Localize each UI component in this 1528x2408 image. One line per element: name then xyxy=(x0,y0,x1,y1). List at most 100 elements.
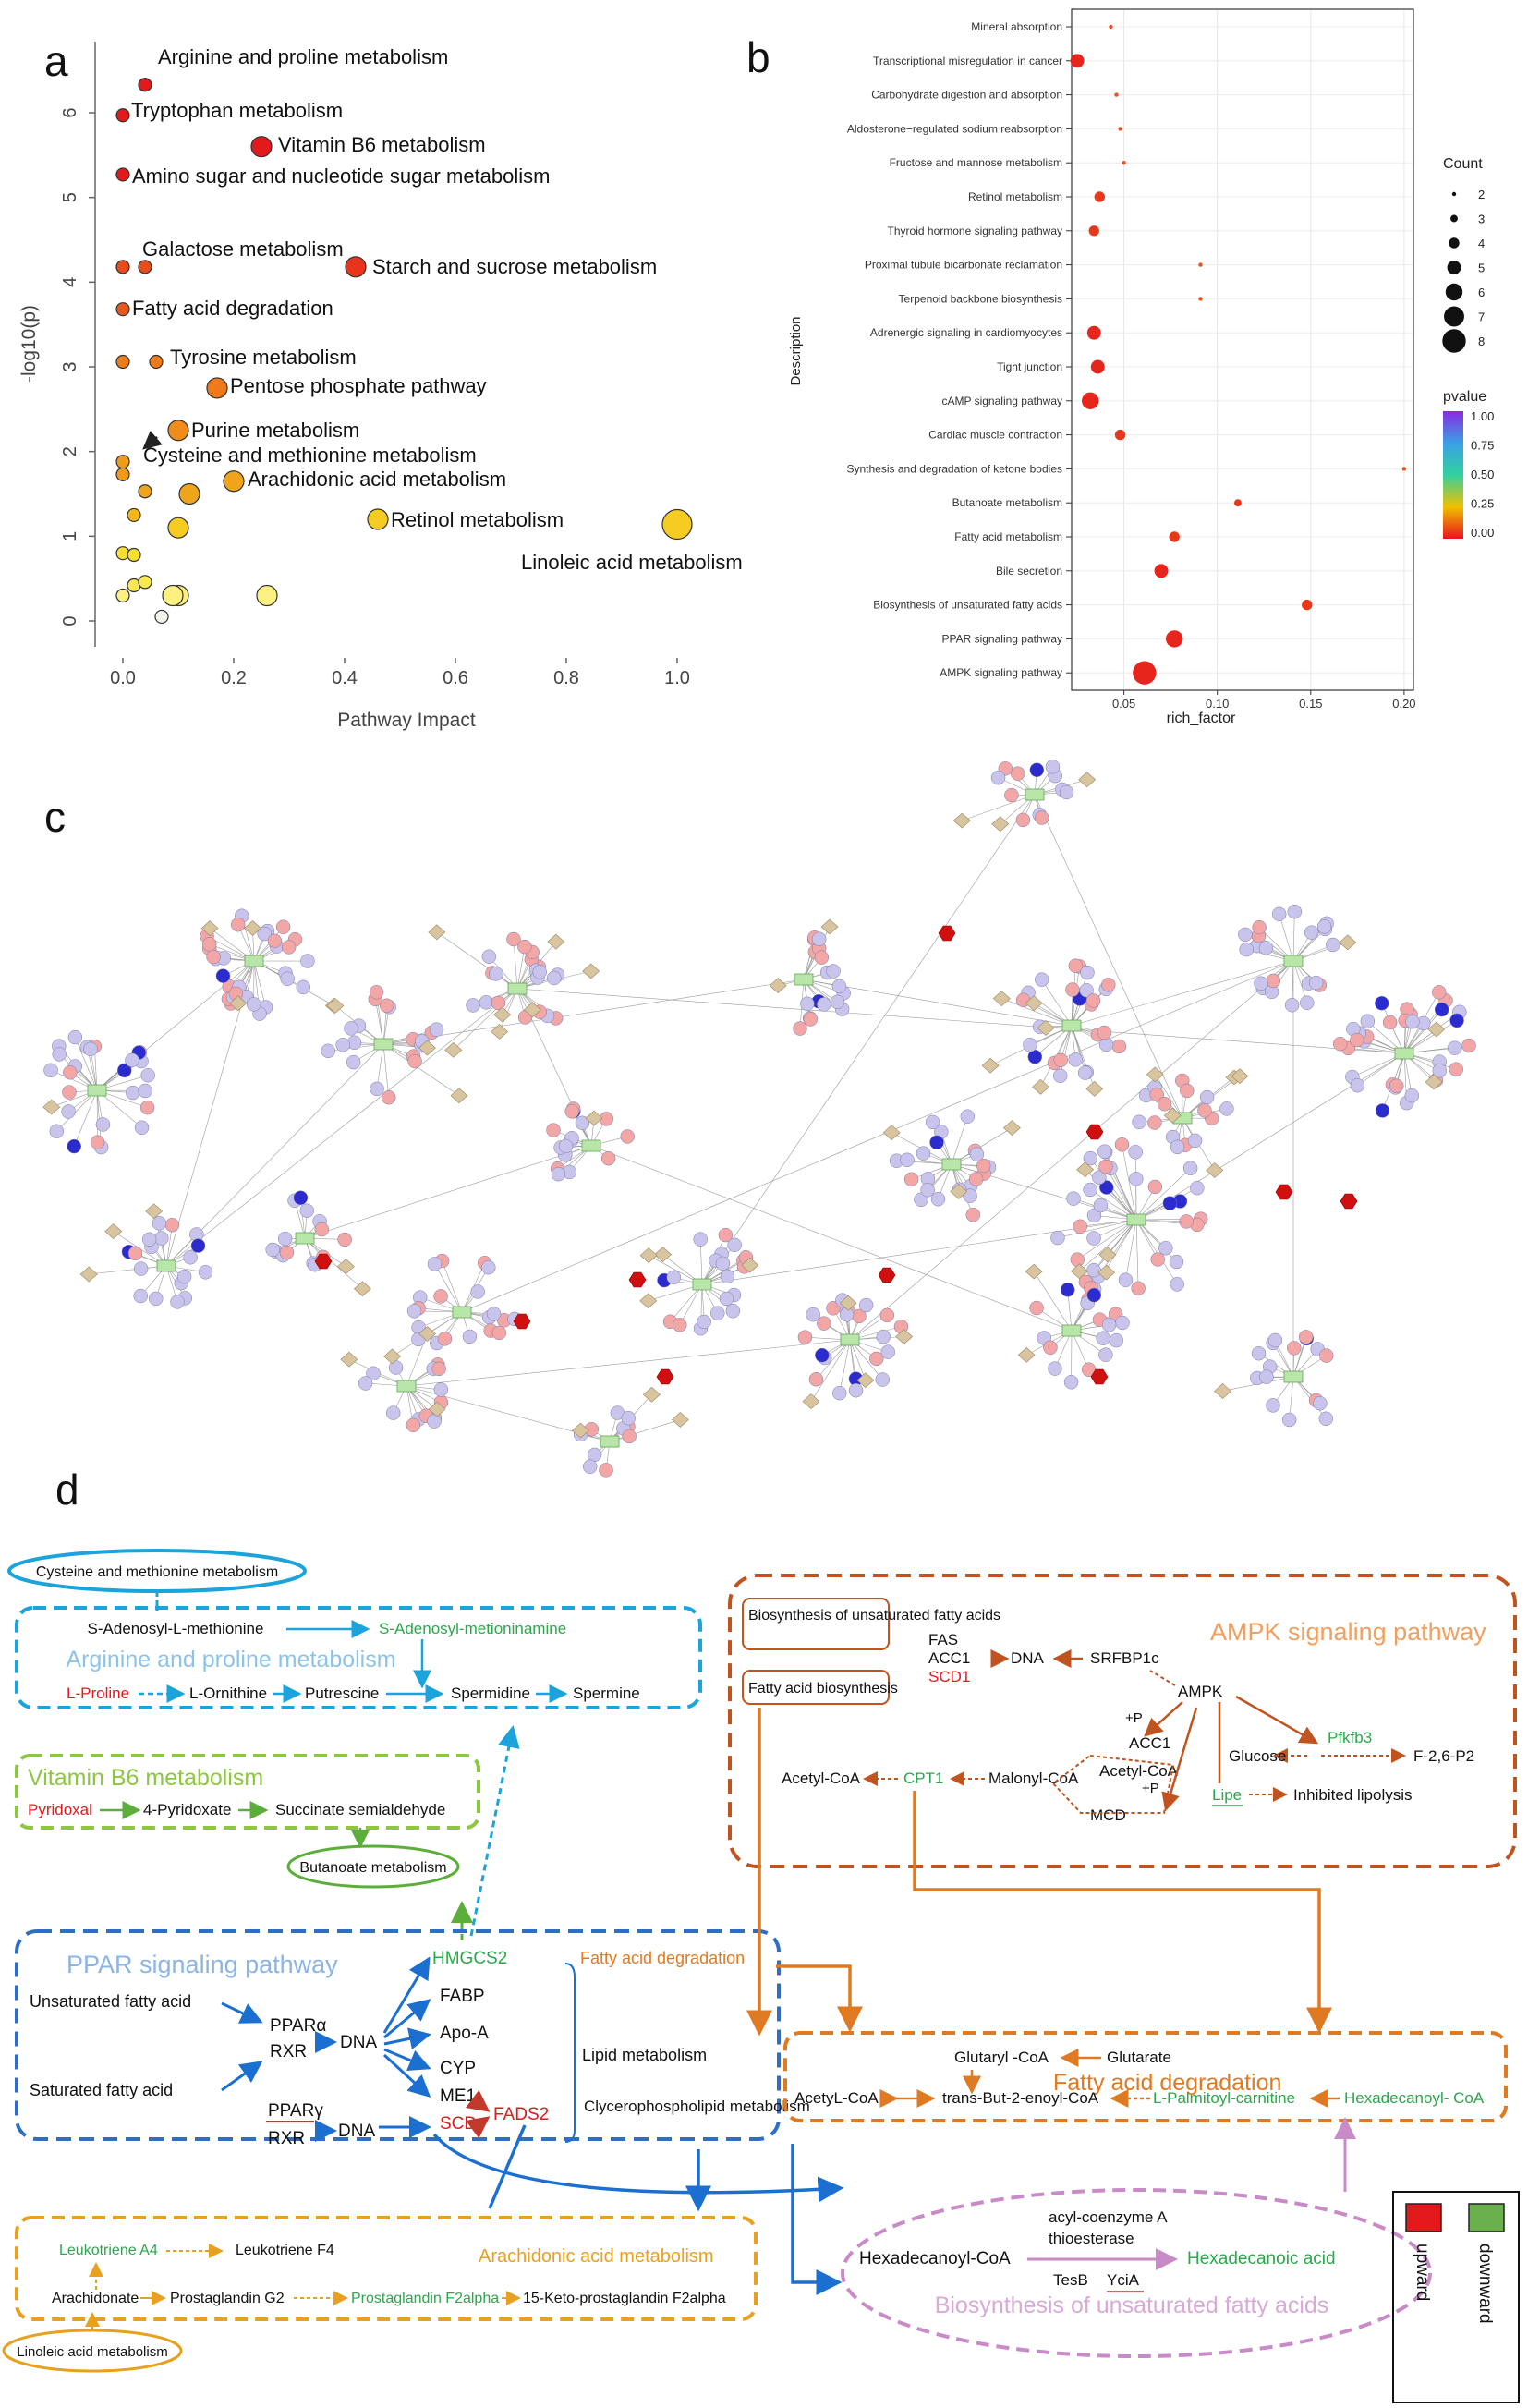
y-tick-label: Cardiac muscle contraction xyxy=(928,429,1062,442)
network-node xyxy=(190,1238,206,1253)
glutarate-label: Glutarate xyxy=(1107,2049,1171,2066)
network-node xyxy=(1097,1025,1112,1040)
network-diamond xyxy=(145,1203,164,1220)
network-node xyxy=(470,1284,485,1299)
point-label: Linoleic acid metabolism xyxy=(521,551,743,574)
network-node xyxy=(379,998,394,1013)
network-node xyxy=(1318,1411,1334,1427)
hexcoa-green-label: Hexadecanoyl- CoA xyxy=(1344,2089,1485,2107)
network-node xyxy=(976,1158,991,1174)
network-node xyxy=(875,1372,891,1387)
network-diamond xyxy=(547,933,565,950)
panel-label-c: c xyxy=(44,793,66,841)
network-edge xyxy=(1289,1376,1294,1420)
network-node xyxy=(831,1385,847,1401)
network-node xyxy=(848,1382,864,1398)
putrescine-label: Putrescine xyxy=(305,1684,379,1702)
network-node xyxy=(1434,1002,1449,1017)
network-node xyxy=(385,1405,401,1420)
network-diamond xyxy=(952,812,971,829)
network-edge xyxy=(849,960,1294,1341)
network-diamond xyxy=(1032,1078,1049,1095)
network-node xyxy=(817,997,831,1012)
network-edge xyxy=(516,988,1405,1054)
network-node xyxy=(599,1463,613,1478)
scatter-point xyxy=(1086,325,1101,340)
network-node xyxy=(406,1304,422,1319)
scatter-point xyxy=(1154,564,1169,578)
network-diamond xyxy=(1339,934,1357,951)
legend-count-label: 2 xyxy=(1478,188,1485,201)
scatter-point xyxy=(127,547,141,563)
network-node xyxy=(279,1245,295,1260)
network-node xyxy=(725,1303,741,1319)
network-diamond xyxy=(491,1024,509,1040)
network-node xyxy=(337,1232,352,1247)
network-node xyxy=(481,1259,496,1275)
scatter-point xyxy=(115,302,130,317)
arginine-title: Arginine and proline metabolism xyxy=(66,1647,395,1672)
network-node xyxy=(575,1115,590,1131)
network-node xyxy=(366,1366,381,1381)
network-node xyxy=(583,1459,598,1474)
scatter-point xyxy=(1122,161,1126,165)
network-node xyxy=(1034,972,1049,987)
network-node xyxy=(1287,1341,1302,1356)
network-node xyxy=(1092,1170,1107,1185)
network-diamond xyxy=(572,1422,589,1439)
network-node xyxy=(1447,1040,1462,1055)
connector xyxy=(488,2124,527,2209)
network-edge xyxy=(382,979,805,1045)
network-node xyxy=(880,1344,895,1359)
x-tick-label: 0.8 xyxy=(553,668,579,688)
network-hub xyxy=(1061,1324,1082,1337)
network-node xyxy=(1254,976,1268,991)
network-node xyxy=(1350,1077,1365,1093)
hmgcs2-label: HMGCS2 xyxy=(432,1949,507,1968)
network-node xyxy=(831,979,847,994)
network-node xyxy=(963,1188,977,1203)
grid xyxy=(1073,10,1413,689)
linoleic-label: Linoleic acid metabolism xyxy=(17,2344,167,2360)
network-node xyxy=(141,1232,157,1247)
network-node xyxy=(63,1064,78,1080)
network-node xyxy=(427,1257,443,1271)
fads2-label: FADS2 xyxy=(493,2105,549,2124)
network-diamond xyxy=(428,924,446,941)
transbut-label: trans-But-2-enoyl-CoA xyxy=(942,2089,1099,2107)
scatter-point xyxy=(661,508,693,541)
scatter-point xyxy=(367,508,389,530)
y-tick-label: Retinol metabolism xyxy=(968,190,1062,203)
network-diamond xyxy=(642,1386,661,1403)
network-node xyxy=(1281,1412,1297,1428)
network-edge xyxy=(951,1116,968,1165)
network-edge xyxy=(1122,1144,1137,1221)
scatter-point xyxy=(115,467,130,482)
scatter-point xyxy=(1198,297,1203,301)
acylcoa-label: acyl-coenzyme A xyxy=(1049,2208,1168,2226)
network-edge xyxy=(1057,1219,1137,1238)
network-hub xyxy=(244,955,264,967)
network-hub xyxy=(156,1259,176,1272)
scatter-points: Arginine and proline metabolismTryptopha… xyxy=(115,45,743,625)
network-diamond xyxy=(992,991,1011,1007)
network-diamond xyxy=(353,1281,371,1297)
network-edge xyxy=(304,1145,592,1239)
network-node xyxy=(1150,1252,1165,1267)
legend-pvalue-tick: 1.00 xyxy=(1471,409,1494,423)
network-edge xyxy=(1135,1219,1178,1285)
network-edge xyxy=(56,1089,98,1132)
network-edge xyxy=(165,1043,384,1267)
network-node xyxy=(183,1249,198,1265)
network-node xyxy=(335,1038,350,1052)
network-node xyxy=(916,1146,931,1161)
network-node xyxy=(491,1325,507,1341)
network-edge xyxy=(803,979,1073,1027)
network-diamond xyxy=(1163,1107,1182,1124)
network-edge xyxy=(382,1043,390,1098)
network-node xyxy=(1129,1172,1144,1186)
network-hub xyxy=(373,1038,394,1051)
network-diamond xyxy=(326,998,345,1014)
